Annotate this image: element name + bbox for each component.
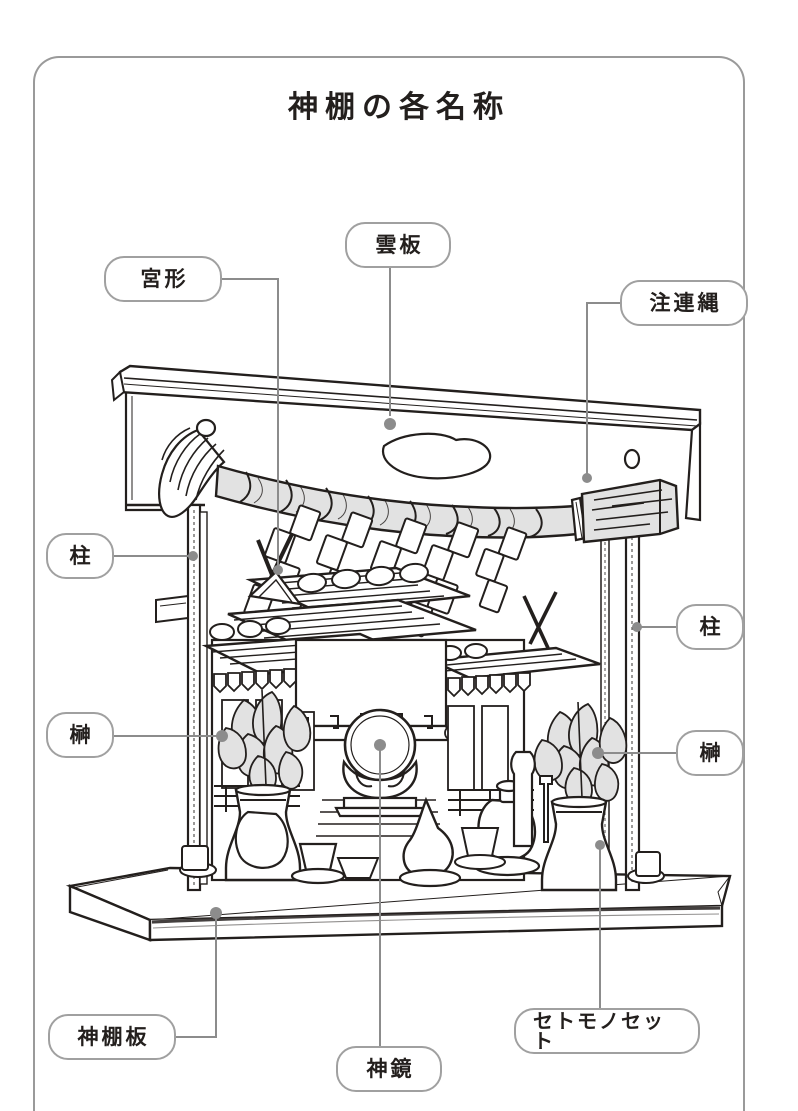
label-setomono-set-text: セトモノセット	[533, 1009, 665, 1053]
label-sakaki-right[interactable]: 榊	[676, 730, 744, 776]
label-miyagata[interactable]: 宮形	[104, 256, 222, 302]
label-sakaki-left[interactable]: 榊	[46, 712, 114, 758]
label-shinkyou[interactable]: 神鏡	[336, 1046, 442, 1092]
label-kumoita-text: 雲板	[375, 232, 424, 257]
leader-shimenawa	[586, 302, 620, 478]
label-shimenawa[interactable]: 注連縄	[620, 280, 748, 326]
label-hashira-right-text: 柱	[699, 614, 724, 639]
label-sakaki-left-text: 榊	[69, 722, 94, 747]
leader-kamidana-ita	[176, 913, 217, 1038]
hashira-left-shape	[155, 503, 208, 892]
label-miyagata-text: 宮形	[140, 266, 189, 291]
label-hashira-left[interactable]: 柱	[46, 533, 114, 579]
leader-anchor-dots	[188, 418, 642, 919]
leader-miyagata	[222, 278, 279, 570]
label-kamidana-ita[interactable]: 神棚板	[48, 1014, 176, 1060]
edge-vessels	[179, 845, 665, 884]
label-hashira-right[interactable]: 柱	[676, 604, 744, 650]
setomono-set-shape	[234, 750, 553, 888]
label-kumoita[interactable]: 雲板	[345, 222, 451, 268]
label-setomono-set[interactable]: セトモノセット	[514, 1008, 700, 1054]
label-shimenawa-text: 注連縄	[649, 290, 722, 315]
sakaki-right-shape	[533, 701, 628, 892]
label-sakaki-right-text: 榊	[699, 740, 724, 765]
page-title: 神棚の各名称	[288, 90, 510, 125]
label-hashira-left-text: 柱	[69, 543, 94, 568]
hashira-right-shape	[600, 517, 641, 892]
label-kamidana-ita-text: 神棚板	[77, 1024, 150, 1049]
shimenawa-shape	[158, 418, 680, 544]
label-shinkyou-text: 神鏡	[366, 1056, 415, 1081]
